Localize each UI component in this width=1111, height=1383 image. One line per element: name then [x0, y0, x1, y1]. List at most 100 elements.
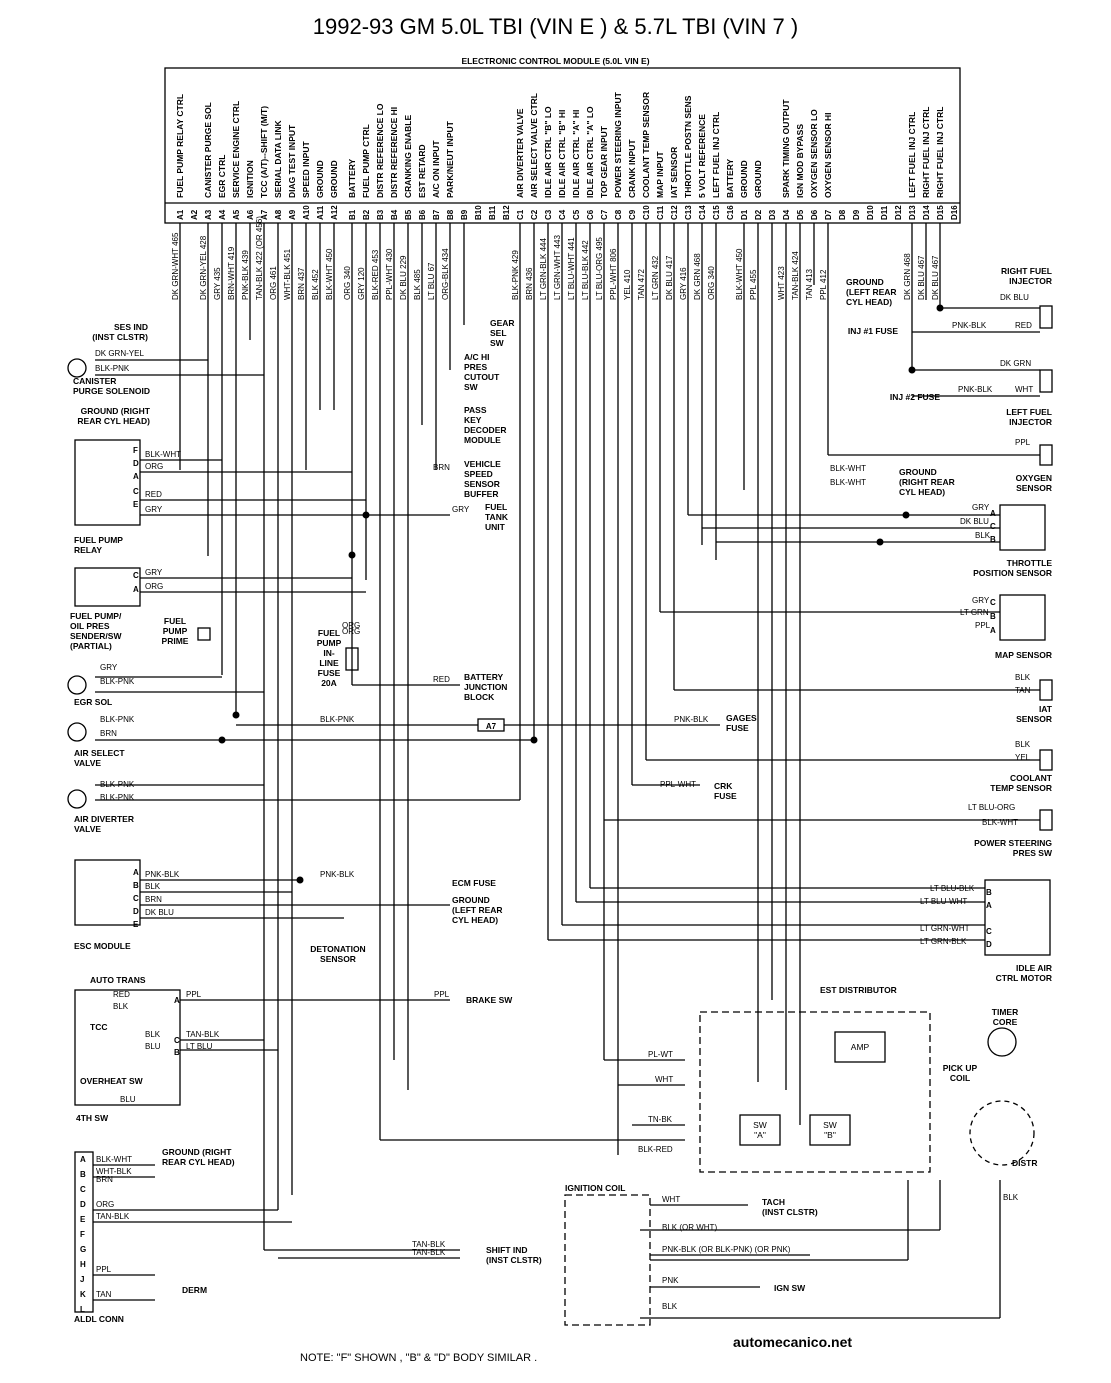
- wire-label-w20: PNK-BLK: [320, 870, 355, 879]
- ecm-pin-number: B11: [488, 205, 497, 220]
- ecm-pin-function: THROTTLE POSTN SENS: [683, 95, 693, 198]
- ecm-pin-number: A8: [274, 209, 283, 220]
- ecm-pin-wire-color: PPL 455: [749, 269, 758, 300]
- wire-label-w41: PPL-WHT: [660, 780, 696, 789]
- wire-label-w48: PNK: [662, 1276, 679, 1285]
- connector-pin-iac: C: [986, 927, 992, 936]
- wire-label-w44: TAN-BLK: [412, 1248, 446, 1257]
- ecm-pin-function: IDLE AIR CTRL "A" HI: [571, 110, 581, 198]
- ecm-pin-function: IGNITION: [245, 160, 255, 198]
- ecm-pin-function: BATTERY: [347, 158, 357, 198]
- wire-label-w69: PPL: [975, 621, 991, 630]
- ecm-pin-number: C13: [684, 205, 693, 220]
- wire-label-w11: BLK-PNK: [100, 715, 135, 724]
- ecm-pin-number: A12: [330, 205, 339, 220]
- ecm-pin-number: C16: [726, 205, 735, 220]
- wire-label-w65: DK BLU: [960, 517, 989, 526]
- ecm-pin-number: A2: [190, 209, 199, 220]
- ecm-pin-function: GROUND: [329, 160, 339, 198]
- ecm-pin-number: D7: [824, 209, 833, 220]
- wire-label-w8: ORG: [145, 582, 163, 591]
- wire-label-w46: BLK (OR WHT): [662, 1223, 717, 1232]
- ecm-pin-number: C8: [614, 209, 623, 220]
- ecm-pin-function: IAT SENSOR: [669, 147, 679, 198]
- wire-label-w56: PNK-BLK: [952, 321, 987, 330]
- ecm-pin-wire-color: PPL-WHT 430: [385, 248, 394, 300]
- ecm-pin-wire-color: BLK-PNK 429: [511, 250, 520, 300]
- connector-pin-tps: C: [990, 522, 996, 531]
- wire-label-w31: BRN: [96, 1175, 113, 1184]
- connector-pin-tps: B: [990, 535, 996, 544]
- connector-pin-relay: E: [133, 500, 139, 509]
- wire-label-w10: BLK-PNK: [100, 677, 135, 686]
- ecm-pin-wire-color: LT BLU-WHT 441: [567, 237, 576, 300]
- wire-label-w29: BLK-WHT: [96, 1155, 132, 1164]
- ecm-pin-number: A6: [246, 209, 255, 220]
- ecm-pin-wire-color: ORG 461: [269, 266, 278, 300]
- connector-pin-trans: A: [174, 996, 180, 1005]
- ecm-pin-wire-color: LT BLU-BLK 442: [581, 240, 590, 300]
- wire-label-w4: ORG: [145, 462, 163, 471]
- connector-pin-aldl: B: [80, 1170, 86, 1179]
- ecm-pin-wire-color: PPL-WHT 806: [609, 248, 618, 300]
- wire-label-w55: DK BLU: [1000, 293, 1029, 302]
- ecm-pin-wire-color: BRN 437: [297, 267, 306, 300]
- ecm-pin-number: B4: [390, 209, 399, 220]
- connector-pin-trans: C: [174, 1036, 180, 1045]
- ecm-title: ELECTRONIC CONTROL MODULE (5.0L VIN E): [461, 56, 650, 66]
- ecm-pin-number: C3: [544, 209, 553, 220]
- component-label-aldl: ALDL CONN: [74, 1314, 124, 1324]
- ecm-pin-function: PARK/NEUT INPUT: [445, 120, 455, 198]
- wire-label-w77: LT BLU-WHT: [920, 897, 967, 906]
- ecm-pin-number: B10: [474, 205, 483, 220]
- connector-pin-aldl: D: [80, 1200, 86, 1209]
- ecm-pin-function: A/C ON INPUT: [431, 140, 441, 198]
- ecm-pin-number: D16: [950, 205, 959, 220]
- ecm-pin-wire-color: BLK 485: [413, 269, 422, 300]
- ecm-pin-wire-color: BRN-WHT 419: [227, 246, 236, 300]
- ecm-pin-number: B1: [348, 209, 357, 220]
- ecm-pin-wire-color: DK BLU 417: [665, 255, 674, 300]
- ecm-pin-function: LEFT FUEL INJ CTRL: [907, 112, 917, 198]
- ecm-pin-wire-color: DK GRN-YEL 428: [199, 235, 208, 300]
- wire-label-w32: ORG: [96, 1200, 114, 1209]
- wire-label-w35: TAN: [96, 1290, 112, 1299]
- ecm-pin-number: A5: [232, 209, 241, 220]
- wire-label-w42: PPL: [434, 990, 450, 999]
- ecm-pin-number: D1: [740, 209, 749, 220]
- ecm-pin-function: CRANKING ENABLE: [403, 115, 413, 198]
- ecm-pin-number: A1: [176, 209, 185, 220]
- wire-label-w3: BLK-WHT: [145, 450, 181, 459]
- ecm-pin-number: C14: [698, 205, 707, 220]
- wire-label-w52: TN-BK: [648, 1115, 673, 1124]
- wire-label-w15: BLK-PNK: [100, 793, 135, 802]
- ecm-pin-number: D15: [936, 205, 945, 220]
- connector-pin-iac: B: [986, 888, 992, 897]
- ecm-pin-function: TOP GEAR INPUT: [599, 125, 609, 198]
- wire-label-w58: DK GRN: [1000, 359, 1031, 368]
- wire-label-w24: BLK: [145, 1030, 161, 1039]
- connector-pin-map: A: [990, 626, 996, 635]
- ecm-pin-function: OXYGEN SENSOR HI: [823, 113, 833, 199]
- wire-label-w36: BRN: [433, 463, 450, 472]
- wire-label-w67: GRY: [972, 596, 990, 605]
- component-label-auto_trans: AUTO TRANS: [90, 975, 146, 985]
- component-label-est: EST DISTRIBUTOR: [820, 985, 897, 995]
- wire-label-w72: BLK: [1015, 740, 1031, 749]
- wire-label-w30: WHT-BLK: [96, 1167, 132, 1176]
- connector-pin-esc: A: [133, 868, 139, 877]
- wire-label-w5: RED: [145, 490, 162, 499]
- connector-pin-relay: F: [133, 446, 138, 455]
- ecm-pin-function: CANISTER PURGE SOL: [203, 102, 213, 198]
